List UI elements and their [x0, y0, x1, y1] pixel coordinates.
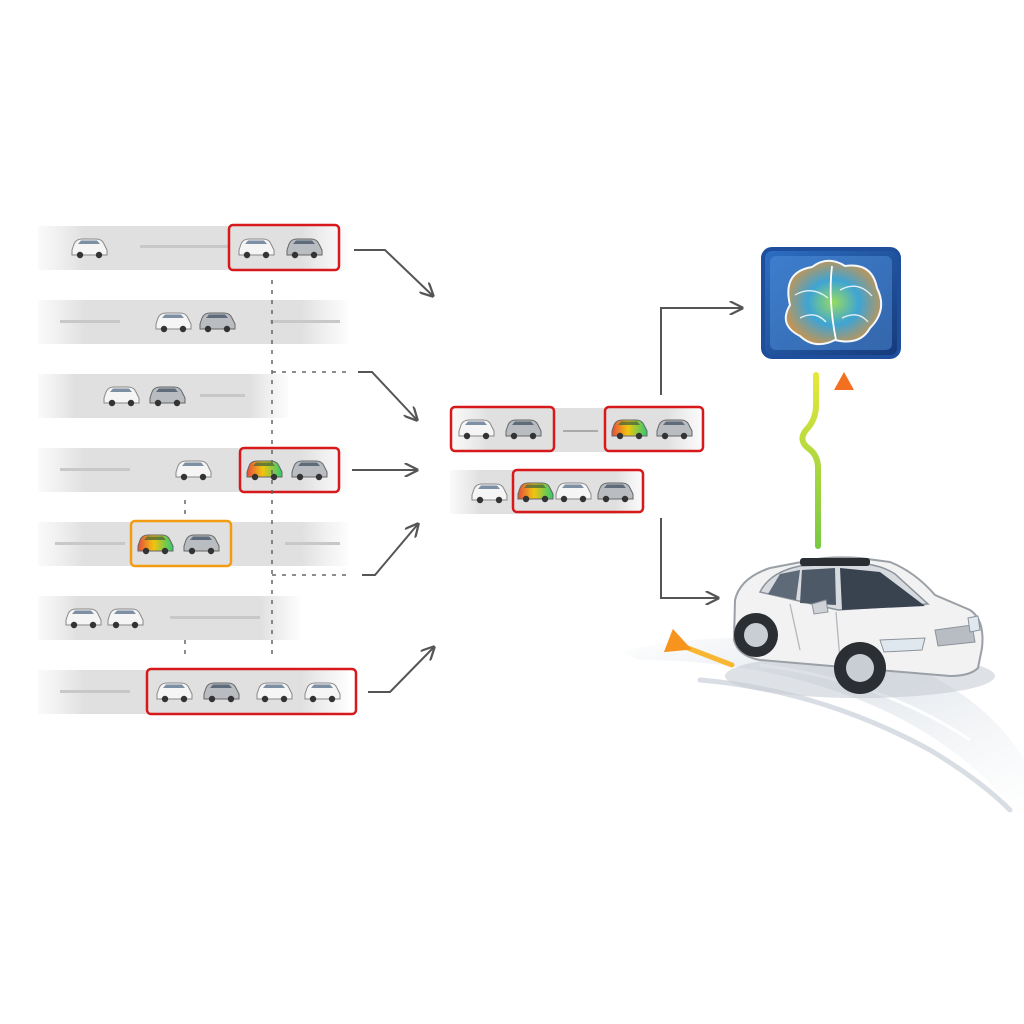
aggregated-lanes: [449, 405, 705, 514]
car-icon: [155, 312, 192, 333]
car-icon: [291, 460, 328, 481]
car-icon: [471, 483, 508, 504]
lane-7: [38, 667, 358, 716]
car-heatmap-icon: [611, 419, 648, 440]
highlight-box-red: [449, 405, 556, 453]
car-icon: [458, 419, 495, 440]
lane-6: [38, 596, 300, 640]
car-icon: [597, 482, 634, 503]
agg-lane-1: [449, 405, 705, 453]
highlight-box-red: [227, 223, 341, 272]
car-icon: [107, 608, 144, 629]
dashed-guides: [184, 280, 350, 660]
brain-network-icon: [761, 247, 901, 359]
lane-marking: [285, 542, 340, 545]
lane-marking: [170, 616, 260, 619]
car-icon: [103, 386, 140, 407]
signal-arrows: [799, 372, 854, 558]
flow-arrows-right: [660, 308, 742, 598]
lane-3: [38, 374, 288, 418]
sedan-icon: [725, 556, 995, 698]
lane-marking: [140, 245, 230, 248]
car-heatmap-icon: [137, 534, 174, 555]
car-icon: [203, 682, 240, 703]
car-icon: [149, 386, 186, 407]
highlight-box-red: [511, 468, 645, 514]
lane-5: [38, 519, 348, 568]
car-icon: [175, 460, 212, 481]
lane-marking: [55, 542, 125, 545]
highlight-box-red: [145, 667, 358, 716]
signal-line-green: [799, 372, 821, 549]
highlight-box-orange: [129, 519, 233, 568]
car-icon: [238, 238, 275, 259]
car-icon: [505, 419, 542, 440]
arrowhead-icon: [834, 372, 854, 390]
arrow-icon: [660, 308, 742, 395]
car-icon: [156, 682, 193, 703]
lane-1: [38, 223, 348, 272]
car-icon: [304, 682, 341, 703]
car-icon: [256, 682, 293, 703]
flow-arrows-left: [352, 249, 434, 693]
agg-lane-2: [450, 468, 645, 514]
car-icon: [65, 608, 102, 629]
car-heatmap-icon: [517, 482, 554, 503]
lane-marking: [200, 394, 245, 397]
car-icon: [71, 238, 108, 259]
lane-2: [38, 300, 348, 344]
car-icon: [656, 419, 693, 440]
car-icon: [555, 482, 592, 503]
lane-marking: [270, 320, 340, 323]
car-icon: [286, 238, 323, 259]
car-icon: [199, 312, 236, 333]
lane-4: [38, 446, 348, 494]
lane-marking: [60, 690, 130, 693]
direction-arrow-icon: [663, 628, 735, 668]
car-icon: [183, 534, 220, 555]
arrow-icon: [660, 518, 718, 598]
lane-marking: [60, 468, 130, 471]
lane-marking: [60, 320, 120, 323]
arrow-icon: [354, 249, 433, 296]
highlight-box-red: [238, 446, 341, 494]
lane-marking: [563, 430, 598, 432]
car-heatmap-icon: [246, 460, 283, 481]
arrow-icon: [368, 647, 434, 693]
arrow-icon: [362, 524, 418, 576]
arrow-icon: [358, 371, 417, 420]
highlight-box-red: [603, 405, 705, 453]
input-lanes: [38, 223, 358, 716]
